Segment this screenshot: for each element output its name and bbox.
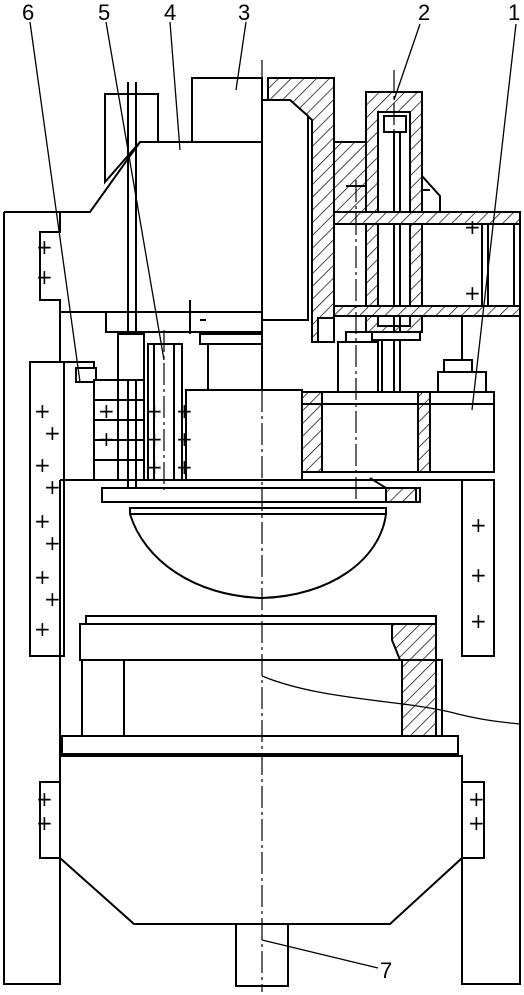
plus-mark: + bbox=[34, 509, 51, 533]
plus-mark: + bbox=[464, 215, 481, 239]
label-1: 1 bbox=[508, 0, 520, 25]
label-4: 4 bbox=[164, 0, 176, 25]
left-inner-components bbox=[29, 82, 462, 657]
plus-mark: + bbox=[176, 399, 193, 423]
plus-mark: + bbox=[34, 565, 51, 589]
label-6: 6 bbox=[22, 0, 34, 25]
plus-mark: + bbox=[36, 265, 53, 289]
plus-marks: + + + + + + + + + + + + + + + + + + + + … bbox=[34, 215, 487, 835]
label-5: 5 bbox=[98, 0, 110, 25]
plus-mark: + bbox=[44, 587, 61, 611]
plus-mark: + bbox=[146, 427, 163, 451]
plus-mark: + bbox=[146, 455, 163, 479]
plus-mark: + bbox=[146, 399, 163, 423]
plus-mark: + bbox=[44, 531, 61, 555]
plus-mark: + bbox=[34, 399, 51, 423]
part-3-hatched-column bbox=[261, 77, 335, 343]
plus-mark: + bbox=[44, 475, 61, 499]
part-labels: 6 5 4 3 2 1 7 bbox=[22, 0, 520, 983]
plus-mark: + bbox=[470, 513, 487, 537]
bottom-base bbox=[59, 755, 463, 987]
plus-mark: + bbox=[98, 399, 115, 423]
plus-mark: + bbox=[470, 609, 487, 633]
plus-mark: + bbox=[36, 787, 53, 811]
plus-mark: + bbox=[470, 563, 487, 587]
plus-mark: + bbox=[464, 281, 481, 305]
label-2: 2 bbox=[418, 0, 430, 25]
plus-mark: + bbox=[98, 427, 115, 451]
plus-mark: + bbox=[34, 453, 51, 477]
plus-mark: + bbox=[36, 811, 53, 835]
plus-mark: + bbox=[44, 421, 61, 445]
leader-lines bbox=[29, 21, 517, 969]
plus-mark: + bbox=[468, 787, 485, 811]
lower-die bbox=[61, 615, 459, 755]
plus-mark: + bbox=[176, 455, 193, 479]
label-7: 7 bbox=[380, 958, 392, 983]
plus-mark: + bbox=[176, 427, 193, 451]
label-3: 3 bbox=[238, 0, 250, 25]
part-1-housing bbox=[301, 316, 495, 473]
bowl-assembly bbox=[101, 477, 421, 600]
plus-mark: + bbox=[36, 235, 53, 259]
plus-mark: + bbox=[468, 811, 485, 835]
side-strips bbox=[59, 479, 495, 756]
plus-mark: + bbox=[34, 617, 51, 641]
break-line bbox=[261, 675, 521, 725]
